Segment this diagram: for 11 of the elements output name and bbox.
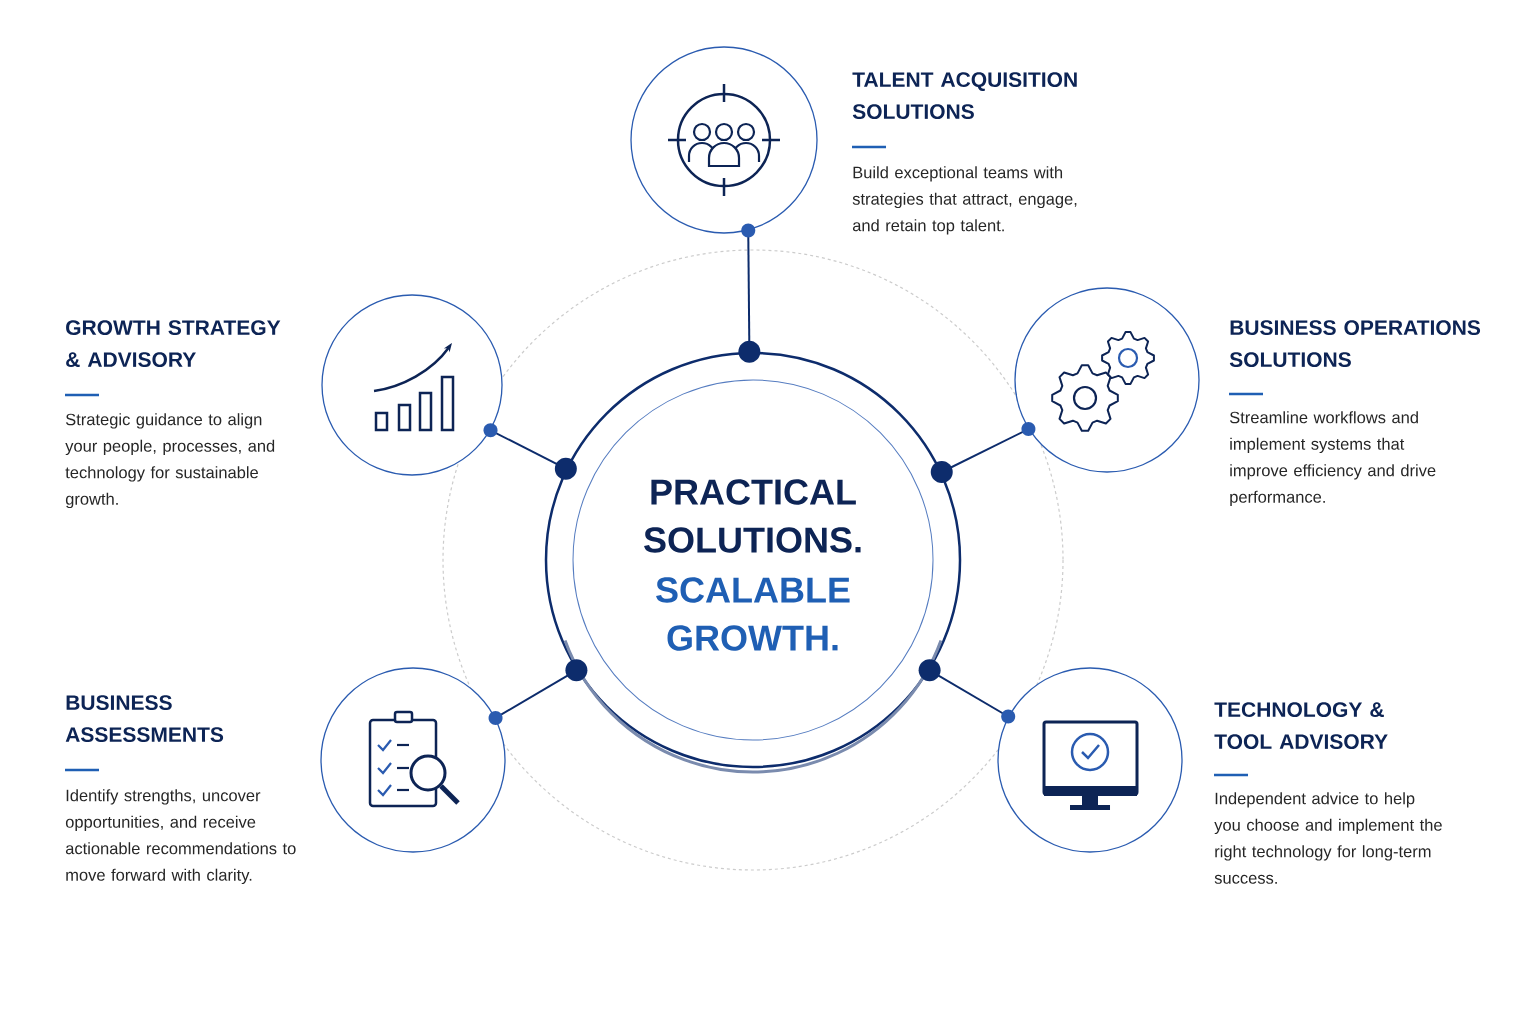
description: Streamline workflows and implement systems that improve efficiency and drive performance. xyxy=(1229,411,1436,507)
heading: GROWTH STRATEGY & ADVISORY xyxy=(66,320,281,368)
heading: TALENT ACQUISITION SOLUTIONS xyxy=(852,72,1077,120)
heading: BUSINESS OPERATIONS SOLUTIONS xyxy=(1229,320,1481,368)
heading: BUSINESS ASSESSMENTS xyxy=(65,695,224,743)
description: Strategic guidance to align your people, processes, and technology for sustainable growth. xyxy=(65,413,275,509)
description: Build exceptional teams with strategies that attract, engage, and retain top talent. xyxy=(852,166,1077,235)
description: Identify strengths, uncover opportunities, and receive actionable recommendations to move forward with clarity. xyxy=(65,789,296,885)
description: Independent advice to help you choose and implement the right technology for long-term success. xyxy=(1214,792,1442,884)
heading: TECHNOLOGY & TOOL ADVISORY xyxy=(1214,702,1388,750)
connector xyxy=(738,223,761,363)
